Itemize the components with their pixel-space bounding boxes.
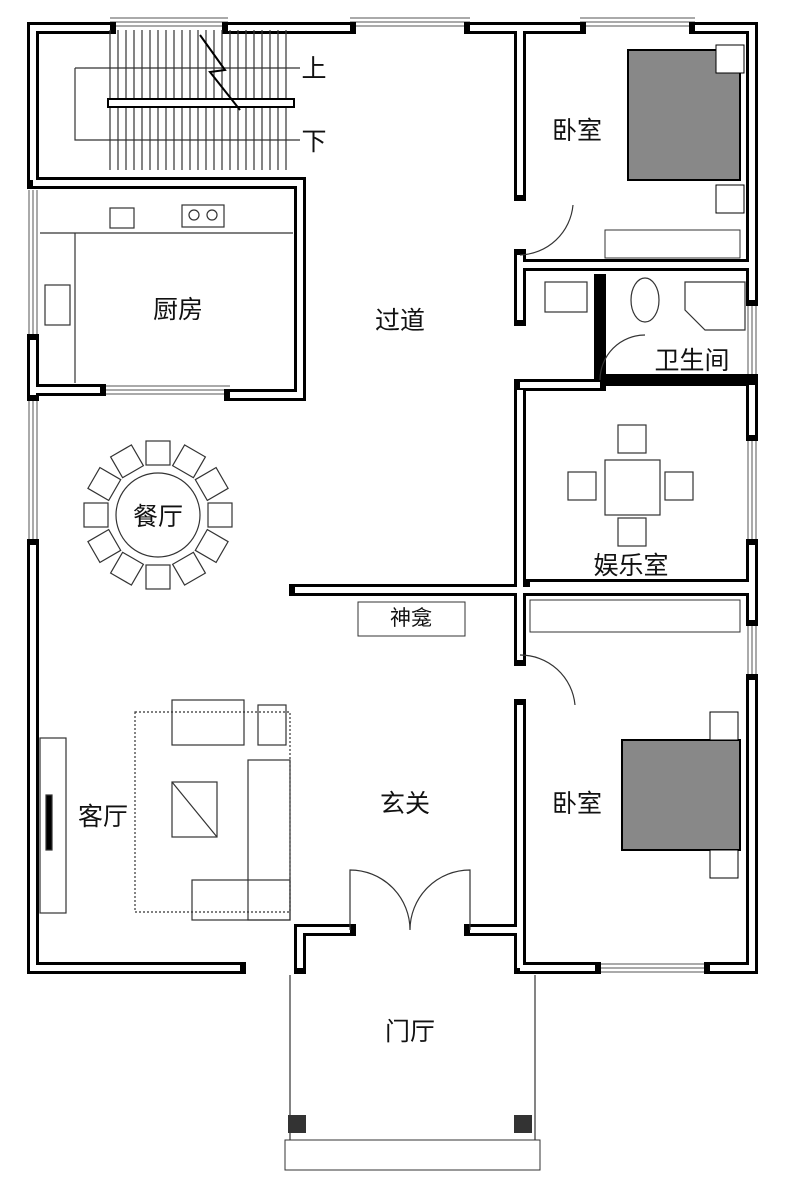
bathroom-fixtures (544, 277, 746, 381)
shrine: 神龛 (357, 601, 466, 637)
shrine-label: 神龛 (390, 606, 432, 630)
dining-chair (171, 551, 207, 586)
game-table (567, 424, 694, 547)
dining-chair (109, 551, 145, 586)
room-label-kitchen: 厨房 (153, 295, 203, 324)
walls (27, 22, 758, 974)
porch (284, 975, 541, 1171)
staircase[interactable] (74, 30, 300, 170)
dining-chair (109, 444, 145, 479)
room-label-entertainment: 娱乐室 (593, 551, 668, 580)
dining-chair (87, 528, 122, 564)
dining-chair (145, 440, 171, 466)
room-label-bathroom: 卫生间 (654, 346, 729, 375)
room-label-foyer: 玄关 (380, 789, 430, 818)
room-label-entrance-hall: 门厅 (385, 1017, 435, 1046)
living-furniture (39, 699, 291, 921)
dining-chair (171, 444, 207, 479)
stair-up-label: 上 (301, 54, 326, 83)
room-label-bedroom-bottom: 卧室 (552, 789, 602, 818)
dining-chair (194, 466, 229, 502)
dining-chair (87, 466, 122, 502)
bed-bottom (621, 711, 741, 879)
dining-chair (194, 528, 229, 564)
kitchen-counter (40, 204, 293, 383)
room-label-dining: 餐厅 (133, 502, 183, 531)
dining-table (83, 440, 233, 590)
bed-top (604, 44, 745, 259)
doors[interactable] (349, 204, 576, 931)
stair-down-label: 下 (301, 127, 326, 156)
room-label-living: 客厅 (78, 802, 128, 831)
dining-chair (207, 502, 233, 528)
wardrobe (529, 599, 741, 633)
room-label-corridor: 过道 (375, 306, 425, 335)
dining-chair (83, 502, 109, 528)
dining-chair (145, 564, 171, 590)
room-label-bedroom-top: 卧室 (552, 116, 602, 145)
